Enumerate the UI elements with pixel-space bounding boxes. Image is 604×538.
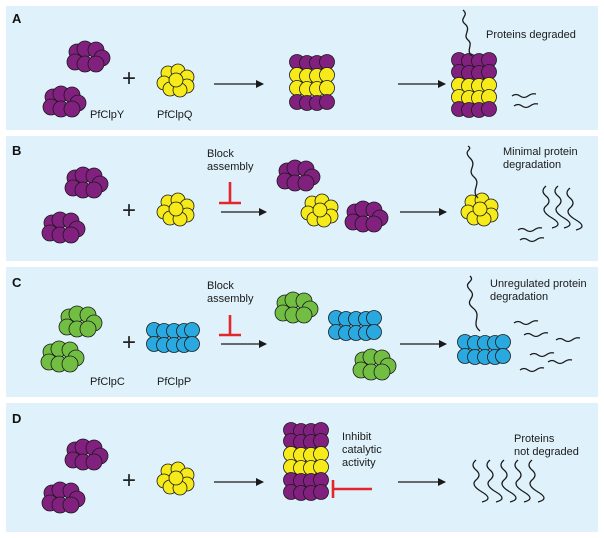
block-label-line: Block <box>207 148 234 160</box>
plus-sign: + <box>122 467 136 494</box>
panel-letter: B <box>12 143 21 158</box>
inhibit-label-line: activity <box>342 457 376 469</box>
peptide-chain-icon <box>472 459 489 503</box>
panel-letter: C <box>12 275 22 290</box>
block-label-line: assembly <box>207 161 254 173</box>
peptide-chain-icon <box>566 187 583 231</box>
block-label-line: Block <box>207 280 234 292</box>
peptide-chain-icon <box>466 145 479 199</box>
outcome-label-line: not degraded <box>514 446 579 458</box>
pfclpp-ring <box>328 310 382 341</box>
peptide-fragment-icon <box>555 337 581 343</box>
panel-letter: D <box>12 411 21 426</box>
peptide-fragment-icon <box>519 367 545 373</box>
outcome-label-line: degradation <box>503 159 561 171</box>
peptide-fragment-icon <box>511 93 537 99</box>
plus-sign: + <box>122 197 136 224</box>
inhibit-label-line: Inhibit <box>342 431 371 443</box>
plus-sign: + <box>122 329 136 356</box>
inhibit-label: Inhibit catalytic activity <box>342 431 385 469</box>
inhibitor-bar-icon <box>219 315 241 337</box>
peptide-fragment-icon <box>519 237 545 243</box>
peptide-chain-icon <box>542 185 559 229</box>
peptide-fragment-icon <box>547 359 573 365</box>
outcome-label: Minimal protein degradation <box>503 146 581 171</box>
peptide-chain-icon <box>466 275 481 332</box>
panel-d: D + Inhibit catalytic activity <box>6 403 598 532</box>
pfclpp-label: PfClpP <box>157 376 191 388</box>
pfclpc-label: PfClpC <box>90 376 125 388</box>
peptide-chain-icon <box>462 9 473 57</box>
panel-b: B + Block assembly Minimal protein degra… <box>6 136 598 261</box>
peptide-chain-icon <box>514 459 531 503</box>
peptide-fragment-icon <box>517 227 543 233</box>
block-label-line: assembly <box>207 293 254 305</box>
outcome-label: Proteins degraded <box>486 29 576 41</box>
outcome-label-line: Minimal protein <box>503 146 578 158</box>
panel-a: A + PfClpY PfClpQ Proteins degraded <box>6 6 598 130</box>
inhibitor-bar-icon <box>219 182 241 205</box>
outcome-label: Unregulated protein degradation <box>490 278 590 303</box>
pfclpp-ring <box>457 334 511 365</box>
pfclpp-ring <box>146 322 200 353</box>
peptide-fragment-icon <box>513 103 539 109</box>
panel-c-background <box>6 267 598 397</box>
inhibit-label-line: catalytic <box>342 444 382 456</box>
panel-b-background <box>6 136 598 261</box>
degrading-complex <box>451 52 497 118</box>
panel-letter: A <box>12 11 22 26</box>
peptide-fragment-icon <box>529 352 555 358</box>
plus-sign: + <box>122 65 136 92</box>
peptide-chain-icon <box>486 459 503 503</box>
inhibitor-bar-icon <box>331 480 372 498</box>
block-label: Block assembly <box>207 148 254 173</box>
outcome-label-line: degradation <box>490 291 548 303</box>
pfclpq-label: PfClpQ <box>157 109 193 121</box>
outcome-label-line: Unregulated protein <box>490 278 587 290</box>
peptide-fragment-icon <box>523 332 549 338</box>
peptide-fragment-icon <box>513 320 539 326</box>
block-label: Block assembly <box>207 280 254 305</box>
outcome-label: Proteins not degraded <box>514 433 579 458</box>
outcome-label-line: Proteins <box>514 433 555 445</box>
peptide-chain-icon <box>528 459 545 503</box>
peptide-chain-icon <box>500 459 517 503</box>
pfclpy-label: PfClpY <box>90 109 125 121</box>
panel-c: C + PfClpC PfClpP Block assembly <box>6 267 598 397</box>
peptide-chain-icon <box>554 185 571 229</box>
